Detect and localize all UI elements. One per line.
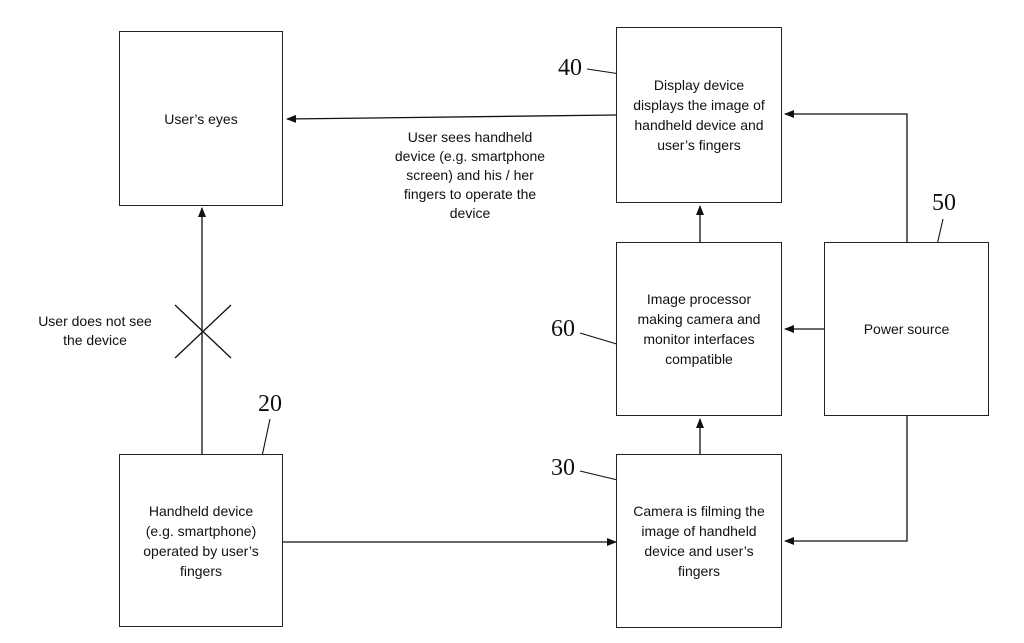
image-processor-label: Image processor making camera and monito… (637, 291, 761, 367)
display-device-box: Display device displays the image of han… (616, 27, 782, 203)
user-does-not-see-annotation: User does not see the device (38, 313, 152, 348)
power-source-box: Power source (824, 242, 989, 416)
cross-mark-line-2 (174, 304, 232, 359)
image-processor-box: Image processor making camera and monito… (616, 242, 782, 416)
reference-number-30: 30 (551, 455, 575, 481)
user-sees-annotation: User sees handheld device (e.g. smartpho… (394, 129, 546, 221)
camera-box: Camera is filming the image of handheld … (616, 454, 782, 628)
users-eyes-box: User’s eyes (119, 31, 283, 206)
arrow-display-to-eyes (286, 114, 617, 123)
reference-number-40: 40 (558, 55, 582, 81)
display-device-label: Display device displays the image of han… (633, 77, 765, 153)
reference-number-60: 60 (551, 316, 575, 342)
power-source-label: Power source (863, 321, 950, 337)
reference-number-20: 20 (258, 391, 282, 417)
reference-number-50: 50 (932, 190, 956, 216)
handheld-device-label: Handheld device (e.g. smartphone) operat… (143, 502, 259, 579)
arrow-power-to-camera (784, 416, 908, 545)
handheld-device-box: Handheld device (e.g. smartphone) operat… (119, 454, 283, 627)
camera-label: Camera is filming the image of handheld … (633, 503, 765, 579)
users-eyes-label: User’s eyes (164, 110, 238, 127)
arrow-power-to-display (784, 110, 908, 242)
